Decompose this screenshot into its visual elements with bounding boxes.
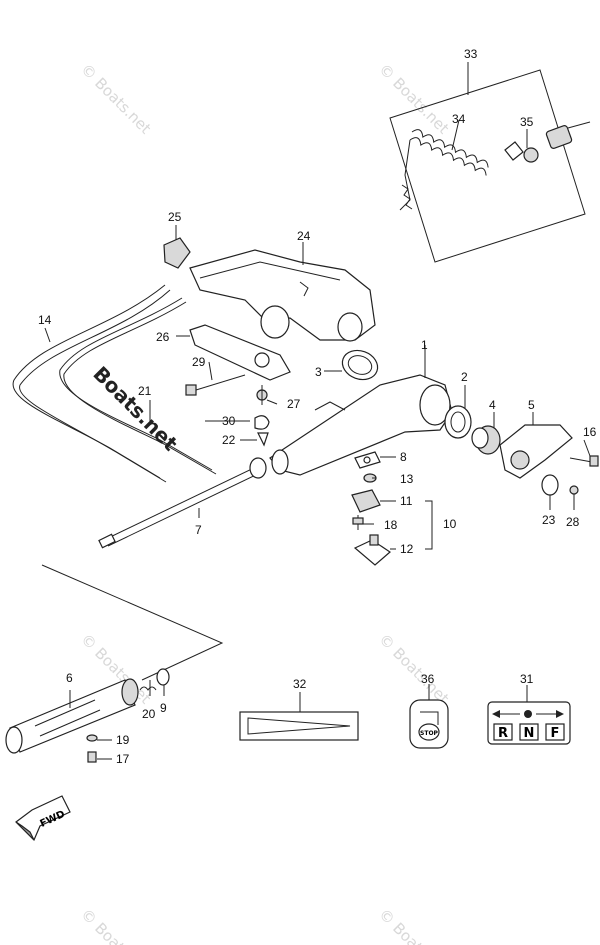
- part-number: 3: [315, 365, 322, 379]
- part-number: 24: [297, 229, 311, 243]
- part-number: 6: [66, 671, 73, 685]
- part-number: 35: [520, 115, 534, 129]
- grip-assembly: [5, 564, 224, 763]
- ring-3: [324, 349, 379, 381]
- watermark-main: Boats.net: [88, 362, 182, 456]
- part-number: 19: [116, 733, 130, 747]
- part-number: 1: [421, 338, 428, 352]
- plate-26: [176, 324, 291, 381]
- part-number: 21: [138, 384, 152, 398]
- cable-7: [98, 457, 267, 549]
- part-number: 31: [520, 672, 534, 686]
- part-number: 7: [195, 523, 202, 537]
- shift-n-label: N: [524, 726, 535, 741]
- part-number: 9: [160, 701, 167, 715]
- kill-switch-group: [389, 62, 591, 263]
- leader-lines: [97, 361, 591, 760]
- throttle-lever-5: [499, 412, 573, 479]
- part-number: 14: [38, 313, 52, 327]
- decal-31-shift: R N F: [487, 685, 571, 745]
- part-number: 28: [566, 515, 580, 529]
- throttle-cable-14: [12, 284, 217, 483]
- part-number: 26: [156, 330, 170, 344]
- decal-36-stop: STOP: [409, 684, 449, 749]
- watermark: © Boats.net: [375, 60, 453, 138]
- part-number: 8: [400, 450, 407, 464]
- watermark: © Boats.net: [375, 905, 453, 945]
- washer-23: [541, 474, 559, 510]
- part-number: 22: [222, 433, 236, 447]
- fwd-arrow-icon: FWD: [15, 795, 71, 842]
- kill-switch-body: [523, 121, 591, 163]
- watermark: © Boats.net: [77, 60, 155, 138]
- part-number: 16: [583, 425, 597, 439]
- part-number: 17: [116, 752, 130, 766]
- washers-30-22: [254, 415, 270, 447]
- part-number: 10: [443, 517, 457, 531]
- ring-2: [444, 385, 472, 439]
- tiller-handle: [269, 345, 453, 476]
- part-number: 25: [168, 210, 182, 224]
- part-number: 29: [192, 355, 206, 369]
- lanyard-coil: [399, 129, 524, 211]
- part-number: 23: [542, 513, 556, 527]
- bushing-4: [471, 412, 501, 455]
- stop-label: STOP: [420, 730, 439, 737]
- part-number: 2: [461, 370, 468, 384]
- part-number: 20: [142, 707, 156, 721]
- part-number: 33: [464, 47, 478, 61]
- part-number: 12: [400, 542, 414, 556]
- part-number: 11: [400, 494, 413, 508]
- friction-assembly: [351, 451, 433, 566]
- part-number: 36: [421, 672, 435, 686]
- part-number: 13: [400, 472, 414, 486]
- part-number: 27: [287, 397, 301, 411]
- tiller-bracket: [189, 242, 376, 342]
- bolt-29: [185, 374, 246, 396]
- grommet-25: [163, 225, 191, 269]
- watermarks: © Boats.net © Boats.net © Boats.net © Bo…: [77, 60, 453, 945]
- part-number: 34: [452, 112, 466, 126]
- part-number: 18: [384, 518, 398, 532]
- bolt-16: [569, 455, 599, 467]
- screw-27: [256, 385, 268, 405]
- decal-32: [239, 692, 359, 741]
- shift-r-label: R: [498, 726, 508, 741]
- watermark: © Boats.net: [375, 630, 453, 708]
- part-number: 5: [528, 398, 535, 412]
- shift-f-label: F: [551, 726, 560, 741]
- watermark: © Boats.net: [77, 905, 155, 945]
- part-number: 32: [293, 677, 307, 691]
- screw-28: [569, 485, 579, 510]
- part-number: 4: [489, 398, 496, 412]
